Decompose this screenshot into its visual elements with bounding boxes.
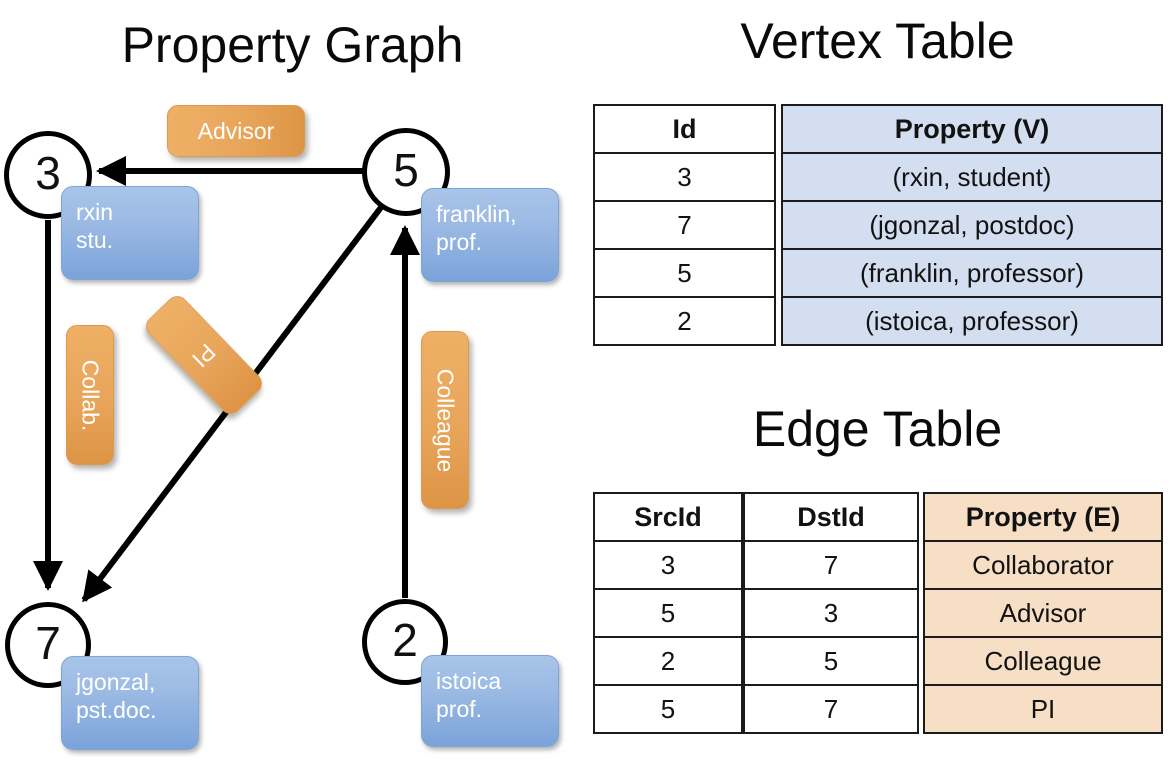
edge-property-chip-colleague[interactable]: Colleague bbox=[421, 331, 469, 509]
table-row[interactable]: 7 bbox=[743, 540, 919, 590]
table-row[interactable]: 5 bbox=[593, 684, 743, 734]
graph-node-5-label: 5 bbox=[393, 144, 419, 196]
vertex-table-header-id: Id bbox=[593, 104, 776, 154]
edge-property-cell: Colleague bbox=[923, 636, 1163, 686]
edge-table-header-dstid: DstId bbox=[743, 492, 919, 542]
edge-property-chip-advisor[interactable]: Advisor bbox=[167, 105, 305, 157]
vertex-property-cell: (jgonzal, postdoc) bbox=[781, 200, 1163, 250]
edge-srcid-cell: 2 bbox=[593, 636, 743, 686]
vertex-property-chip-istoica[interactable]: istoica prof. bbox=[421, 655, 559, 747]
vertex-property-rxin-line1: rxin bbox=[76, 199, 114, 225]
table-row[interactable]: 2 bbox=[593, 636, 743, 686]
vertex-table-property-column: Property (V) (rxin, student) (jgonzal, p… bbox=[781, 104, 1163, 346]
edge-table-header-srcid: SrcId bbox=[593, 492, 743, 542]
edge-property-cell: PI bbox=[923, 684, 1163, 734]
table-row[interactable]: (rxin, student) bbox=[781, 152, 1163, 202]
table-row[interactable]: 2 bbox=[593, 296, 776, 346]
table-row[interactable]: 3 bbox=[593, 540, 743, 590]
table-row[interactable]: (franklin, professor) bbox=[781, 248, 1163, 298]
table-row[interactable]: 3 bbox=[743, 588, 919, 638]
edge-property-chip-collab[interactable]: Collab. bbox=[66, 325, 114, 465]
edge-dstid-cell: 5 bbox=[743, 636, 919, 686]
table-row[interactable]: 3 bbox=[593, 152, 776, 202]
vertex-property-chip-rxin[interactable]: rxin stu. bbox=[61, 186, 199, 280]
edge-table-header-property: Property (E) bbox=[923, 492, 1163, 542]
graph-node-7-label: 7 bbox=[35, 617, 61, 669]
table-row[interactable]: PI bbox=[923, 684, 1163, 734]
vertex-property-chip-jgonzal[interactable]: jgonzal, pst.doc. bbox=[61, 656, 199, 750]
vertex-property-franklin-line2: prof. bbox=[436, 229, 483, 256]
vertex-id-cell: 5 bbox=[593, 248, 776, 298]
table-row[interactable]: (jgonzal, postdoc) bbox=[781, 200, 1163, 250]
vertex-table-id-column: Id 3 7 5 2 bbox=[593, 104, 776, 346]
vertex-property-jgonzal-line1: jgonzal, bbox=[76, 669, 156, 695]
table-header-row: Property (E) bbox=[923, 492, 1163, 542]
page-title-vertex-table: Vertex Table bbox=[740, 13, 1015, 69]
vertex-id-cell: 3 bbox=[593, 152, 776, 202]
edge-table-srcid-column: SrcId 3 5 2 5 bbox=[593, 492, 743, 734]
table-header-row: SrcId bbox=[593, 492, 743, 542]
vertex-property-cell: (istoica, professor) bbox=[781, 296, 1163, 346]
table-row[interactable]: Colleague bbox=[923, 636, 1163, 686]
page-title-property-graph: Property Graph bbox=[121, 17, 464, 73]
vertex-property-istoica-line2: prof. bbox=[436, 696, 483, 723]
edge-property-colleague-label: Colleague bbox=[432, 368, 459, 472]
table-row[interactable]: 7 bbox=[593, 200, 776, 250]
edge-dstid-cell: 7 bbox=[743, 540, 919, 590]
table-header-row: Property (V) bbox=[781, 104, 1163, 154]
edge-property-pi-label: PI bbox=[187, 338, 222, 373]
graph-node-2-label: 2 bbox=[392, 614, 418, 666]
table-row[interactable]: Advisor bbox=[923, 588, 1163, 638]
edge-property-cell: Collaborator bbox=[923, 540, 1163, 590]
table-row[interactable]: (istoica, professor) bbox=[781, 296, 1163, 346]
vertex-property-cell: (franklin, professor) bbox=[781, 248, 1163, 298]
edge-srcid-cell: 5 bbox=[593, 588, 743, 638]
vertex-property-jgonzal-line2: pst.doc. bbox=[76, 697, 157, 724]
page-title-edge-table: Edge Table bbox=[752, 401, 1003, 457]
graph-node-3-label: 3 bbox=[35, 147, 61, 199]
edge-srcid-cell: 3 bbox=[593, 540, 743, 590]
edge-table-dstid-column: DstId 7 3 5 7 bbox=[743, 492, 919, 734]
table-row[interactable]: 5 bbox=[743, 636, 919, 686]
edge-table-property-column: Property (E) Collaborator Advisor Collea… bbox=[923, 492, 1163, 734]
table-row[interactable]: Collaborator bbox=[923, 540, 1163, 590]
table-header-row: DstId bbox=[743, 492, 919, 542]
edge-property-collab-label: Collab. bbox=[77, 359, 104, 431]
edge-dstid-cell: 7 bbox=[743, 684, 919, 734]
graph-node-2[interactable]: 2 bbox=[362, 599, 448, 685]
table-row[interactable]: 5 bbox=[593, 248, 776, 298]
edge-property-cell: Advisor bbox=[923, 588, 1163, 638]
vertex-id-cell: 2 bbox=[593, 296, 776, 346]
edge-srcid-cell: 5 bbox=[593, 684, 743, 734]
table-row[interactable]: 5 bbox=[593, 588, 743, 638]
vertex-id-cell: 7 bbox=[593, 200, 776, 250]
graph-node-5[interactable]: 5 bbox=[362, 128, 450, 216]
edge-dstid-cell: 3 bbox=[743, 588, 919, 638]
vertex-property-rxin-line2: stu. bbox=[76, 227, 114, 254]
vertex-table-header-property: Property (V) bbox=[781, 104, 1163, 154]
vertex-property-franklin-line1: franklin, bbox=[436, 201, 517, 227]
edge-property-advisor-label: Advisor bbox=[197, 117, 275, 144]
vertex-property-istoica-line1: istoica bbox=[436, 668, 502, 694]
vertex-property-chip-franklin[interactable]: franklin, prof. bbox=[421, 188, 559, 282]
table-header-row: Id bbox=[593, 104, 776, 154]
vertex-property-cell: (rxin, student) bbox=[781, 152, 1163, 202]
property-graph-diagram: 3 5 7 2 rxin stu. franklin, prof. jgonza… bbox=[4, 105, 559, 750]
table-row[interactable]: 7 bbox=[743, 684, 919, 734]
